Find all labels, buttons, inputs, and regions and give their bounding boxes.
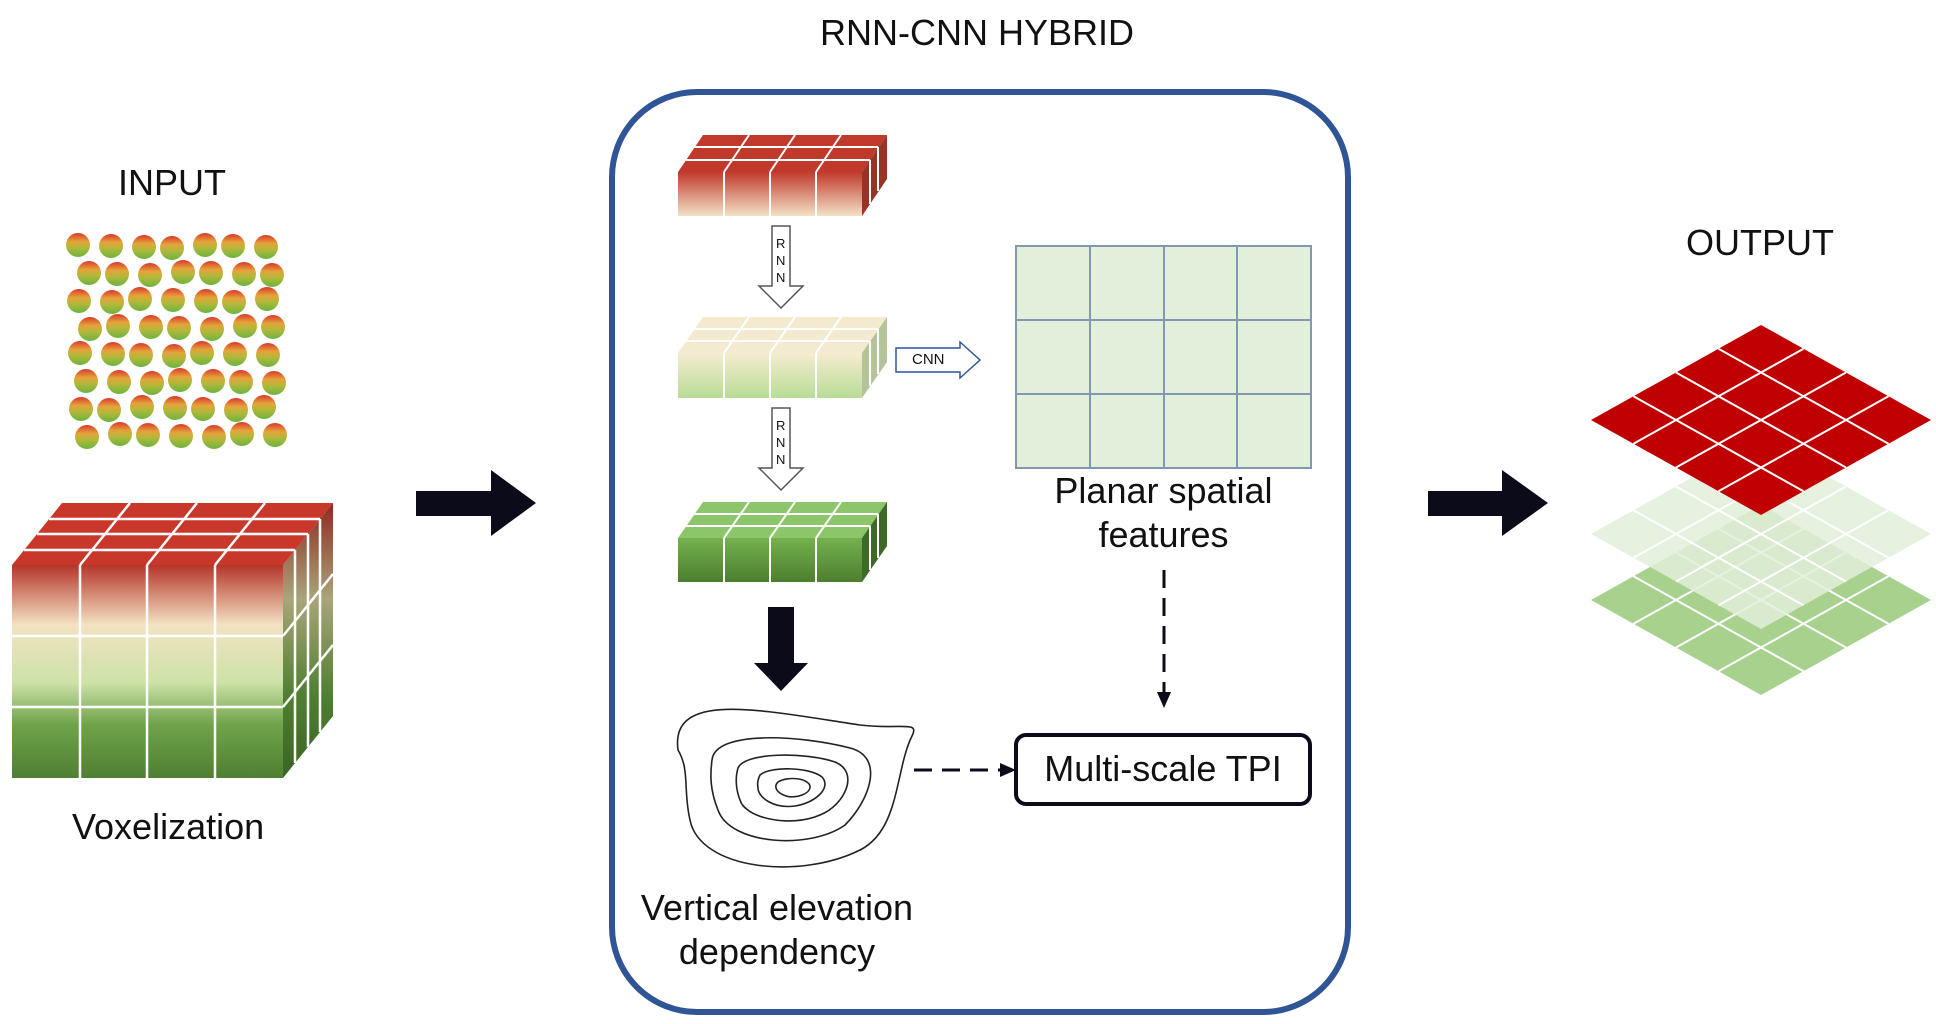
hybrid-frame xyxy=(609,89,1351,1015)
point-dot xyxy=(171,260,195,284)
point-dot xyxy=(107,370,131,394)
point-dot xyxy=(161,288,185,312)
point-dot xyxy=(163,396,187,420)
planar-label-line2: features xyxy=(1098,514,1229,555)
point-dot xyxy=(255,287,279,311)
rnn-label-1-r: R xyxy=(776,236,786,251)
point-dot xyxy=(106,314,130,338)
point-dot xyxy=(263,423,287,447)
hybrid-to-output-arrow xyxy=(1428,470,1548,536)
output-grid-line xyxy=(1718,395,1889,493)
point-dot xyxy=(233,314,257,338)
point-dot xyxy=(140,371,164,395)
point-dot xyxy=(77,261,101,285)
rnn-label-2-n1: N xyxy=(776,435,786,450)
point-dot xyxy=(262,371,286,395)
point-dot xyxy=(68,341,92,365)
point-dot xyxy=(256,343,280,367)
output-grid-line xyxy=(1718,347,1889,445)
point-dot xyxy=(201,369,225,393)
point-dot xyxy=(100,290,124,314)
point-dot xyxy=(99,234,123,258)
point-dot xyxy=(132,235,156,259)
output-grid-line xyxy=(1718,509,1889,607)
point-cloud xyxy=(66,233,287,449)
point-dot xyxy=(136,423,160,447)
down-arrow xyxy=(754,607,808,691)
point-dot xyxy=(128,287,152,311)
point-dot xyxy=(66,233,90,257)
cnn-arrow xyxy=(895,340,982,380)
contour-map xyxy=(676,708,915,868)
planar-label-line1: Planar spatial xyxy=(1054,470,1273,511)
point-dot xyxy=(129,343,153,367)
dashed-arrow-vertical-head xyxy=(1157,692,1171,708)
point-dot xyxy=(252,395,276,419)
point-dot xyxy=(194,289,218,313)
feature-slab-light xyxy=(678,316,887,398)
output-grid-line xyxy=(1718,575,1889,673)
feature-slab-red xyxy=(678,134,887,216)
point-dot xyxy=(200,317,224,341)
point-dot xyxy=(223,342,247,366)
point-dot xyxy=(101,342,125,366)
point-dot xyxy=(193,233,217,257)
output-grid-line xyxy=(1675,371,1847,469)
vertical-label-line1: Vertical elevation xyxy=(640,887,914,928)
rnn-label-2-r: R xyxy=(776,418,786,433)
rnn-label-2-n2: N xyxy=(776,452,786,467)
feature-slab-green xyxy=(678,501,887,582)
vertical-label-line2: dependency xyxy=(678,931,876,972)
point-dot xyxy=(260,263,284,287)
point-dot xyxy=(78,317,102,341)
point-dot xyxy=(67,289,91,313)
point-dot xyxy=(221,234,245,258)
cnn-label: CNN xyxy=(912,351,945,368)
point-dot xyxy=(168,368,192,392)
point-dot xyxy=(75,425,99,449)
voxelization-label: Voxelization xyxy=(72,806,265,847)
rnn-label-1-n2: N xyxy=(776,270,786,285)
point-dot xyxy=(190,341,214,365)
point-dot xyxy=(229,370,253,394)
point-dot xyxy=(74,369,98,393)
point-dot xyxy=(224,398,248,422)
point-dot xyxy=(139,315,163,339)
point-dot xyxy=(69,397,93,421)
point-dot xyxy=(167,316,191,340)
point-dot xyxy=(130,395,154,419)
voxel-cube xyxy=(12,502,334,778)
point-dot xyxy=(202,425,226,449)
point-dot xyxy=(138,263,162,287)
output-grid-line xyxy=(1675,485,1847,583)
tpi-label: Multi-scale TPI xyxy=(1044,748,1282,789)
point-dot xyxy=(169,424,193,448)
point-dot xyxy=(160,236,184,260)
rnn-label-1-n1: N xyxy=(776,253,786,268)
rnn-arrow-2 xyxy=(757,407,805,492)
point-dot xyxy=(261,315,285,339)
point-dot xyxy=(108,422,132,446)
input-to-hybrid-arrow xyxy=(416,470,536,536)
output-layers xyxy=(1591,325,1931,695)
point-dot xyxy=(254,235,278,259)
output-title: OUTPUT xyxy=(1686,222,1834,263)
tpi-box xyxy=(1014,733,1312,806)
point-dot xyxy=(162,344,186,368)
point-dot xyxy=(230,422,254,446)
dashed-arrow-horizontal-head xyxy=(1000,763,1016,777)
point-dot xyxy=(232,262,256,286)
point-dot xyxy=(191,397,215,421)
point-dot xyxy=(222,290,246,314)
rnn-arrow-1 xyxy=(757,225,805,310)
point-dot xyxy=(199,261,223,285)
planar-feature-grid xyxy=(1015,245,1312,469)
point-dot xyxy=(97,398,121,422)
input-title: INPUT xyxy=(118,162,226,203)
point-dot xyxy=(105,262,129,286)
hybrid-title: RNN-CNN HYBRID xyxy=(820,12,1134,53)
